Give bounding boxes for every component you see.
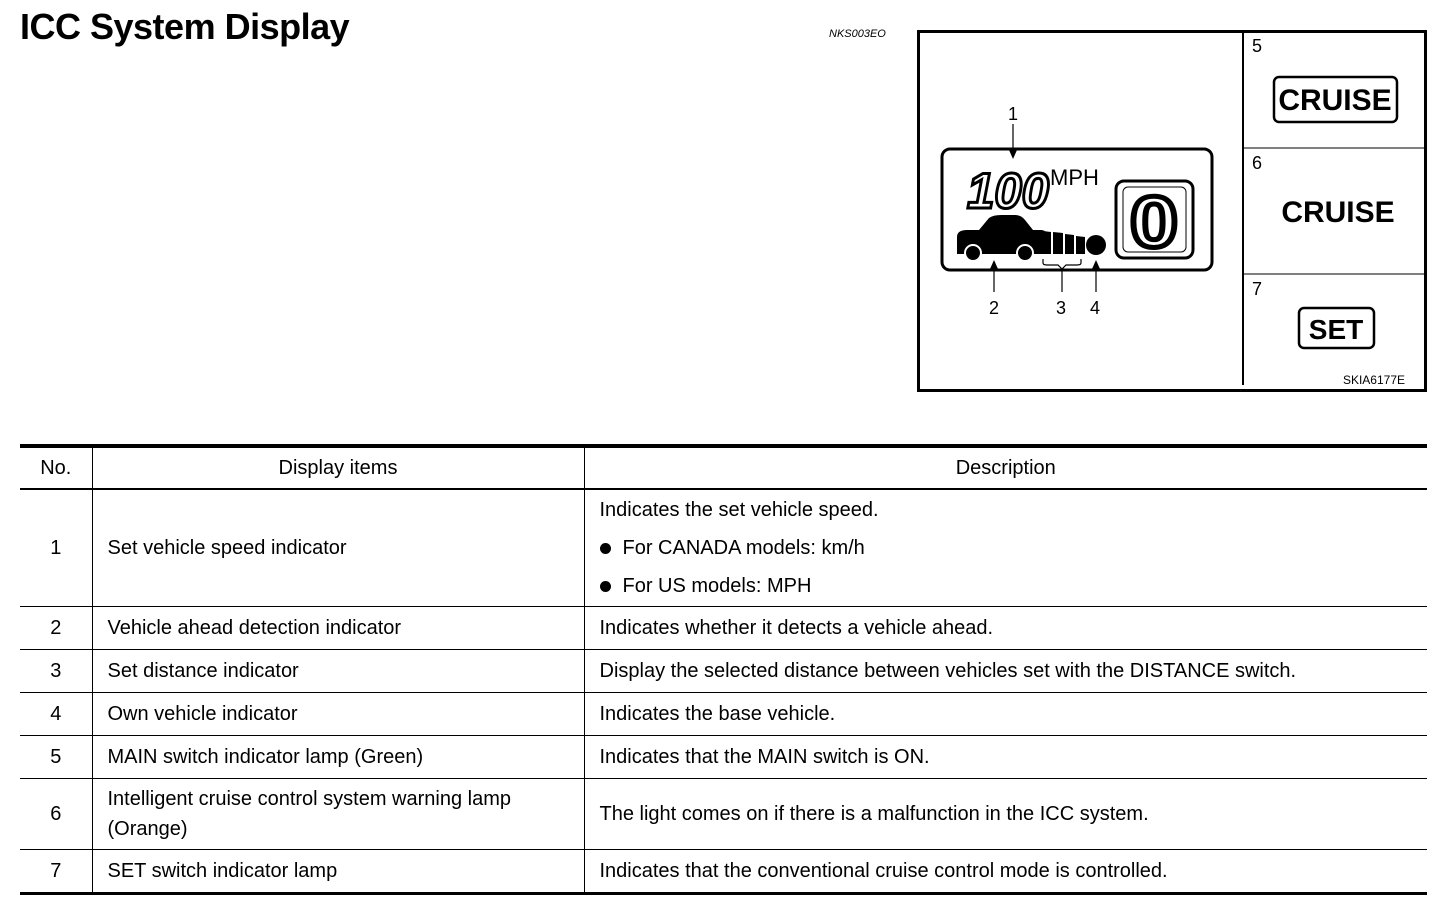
figure-frame xyxy=(917,30,1427,392)
bullet-icon xyxy=(599,542,611,554)
distance-digit: 0 xyxy=(1130,183,1178,263)
display-item: Own vehicle indicator xyxy=(91,692,585,736)
meter-display-box xyxy=(940,147,1214,272)
table-row: 4 Own vehicle indicator Indicates the ba… xyxy=(20,692,1427,736)
row-number: 4 xyxy=(20,692,93,736)
description: Indicates that the conventional cruise c… xyxy=(583,849,1427,895)
description-bullet: For CANADA models: km/h xyxy=(599,529,1413,567)
panel-6-number: 6 xyxy=(1252,153,1262,173)
panel-7-lamp-label: SET xyxy=(1309,314,1363,345)
header-display-items: Display items xyxy=(91,444,585,490)
description: Indicates that the MAIN switch is ON. xyxy=(583,735,1427,779)
row-number: 5 xyxy=(20,735,93,779)
display-items-table: No. Display items Description 1 Set vehi… xyxy=(20,444,1427,895)
table-header-row: No. Display items Description xyxy=(20,444,1427,490)
row-number: 7 xyxy=(20,849,93,895)
callout-4: 4 xyxy=(1090,298,1100,318)
table-row: 6 Intelligent cruise control system warn… xyxy=(20,778,1427,850)
panel-7-lamp-frame xyxy=(1297,306,1376,350)
description: Indicates the base vehicle. xyxy=(583,692,1427,736)
page-title: ICC System Display xyxy=(20,6,350,47)
table-row: 5 MAIN switch indicator lamp (Green) Ind… xyxy=(20,735,1427,779)
speed-unit: MPH xyxy=(1050,165,1099,190)
panel-6-lamp-label: CRUISE xyxy=(1281,196,1394,229)
panel-7-number: 7 xyxy=(1252,279,1262,299)
figure-code: SKIA6177E xyxy=(1343,373,1405,387)
row-number: 6 xyxy=(20,778,93,850)
display-item: Set distance indicator xyxy=(91,649,585,693)
distance-bars xyxy=(1043,231,1085,254)
row-number: 3 xyxy=(20,649,93,693)
description-text: Indicates the set vehicle speed. xyxy=(599,499,879,521)
table-row: 3 Set distance indicator Display the sel… xyxy=(20,649,1427,693)
description: Display the selected distance between ve… xyxy=(583,649,1427,693)
icc-display-figure: 100 MPH 0 1 2 3 xyxy=(917,30,1427,392)
description: Indicates the set vehicle speed. For CAN… xyxy=(583,489,1427,607)
display-item: Vehicle ahead detection indicator xyxy=(91,606,585,650)
callout-4-arrowhead xyxy=(1092,260,1100,269)
display-item: MAIN switch indicator lamp (Green) xyxy=(91,735,585,779)
description: Indicates whether it detects a vehicle a… xyxy=(583,606,1427,650)
bullet-text: For US models: MPH xyxy=(622,575,812,597)
callout-2: 2 xyxy=(989,298,999,318)
display-item: Intelligent cruise control system warnin… xyxy=(91,778,585,850)
bullet-text: For CANADA models: km/h xyxy=(622,537,865,559)
distance-digit-inner xyxy=(1122,186,1187,253)
row-number: 2 xyxy=(20,606,93,650)
panel-5-lamp-label: CRUISE xyxy=(1278,84,1391,117)
callout-1: 1 xyxy=(1008,104,1018,124)
distance-digit-box xyxy=(1114,179,1195,260)
vehicle-ahead-icon xyxy=(957,215,1047,262)
description: The light comes on if there is a malfunc… xyxy=(583,778,1427,850)
callout-1-arrowhead xyxy=(1009,150,1017,159)
header-description: Description xyxy=(583,444,1427,490)
panel-5-lamp-frame xyxy=(1272,75,1399,124)
section-code: NKS003EO xyxy=(829,28,886,40)
speed-value: 100 xyxy=(967,163,1049,219)
own-vehicle-icon xyxy=(1086,235,1106,255)
header-no: No. xyxy=(20,444,93,490)
row-number: 1 xyxy=(20,489,93,607)
display-item: Set vehicle speed indicator xyxy=(91,489,585,607)
table-row: 1 Set vehicle speed indicator Indicates … xyxy=(20,489,1427,607)
description-bullet: For US models: MPH xyxy=(599,567,1413,605)
display-item: SET switch indicator lamp xyxy=(91,849,585,895)
table-row: 7 SET switch indicator lamp Indicates th… xyxy=(20,849,1427,895)
panel-5-number: 5 xyxy=(1252,36,1262,56)
callout-2-arrowhead xyxy=(990,260,998,269)
callout-3: 3 xyxy=(1056,298,1066,318)
table-row: 2 Vehicle ahead detection indicator Indi… xyxy=(20,606,1427,650)
bullet-icon xyxy=(599,580,611,592)
callout-3-bracket xyxy=(1042,259,1082,270)
